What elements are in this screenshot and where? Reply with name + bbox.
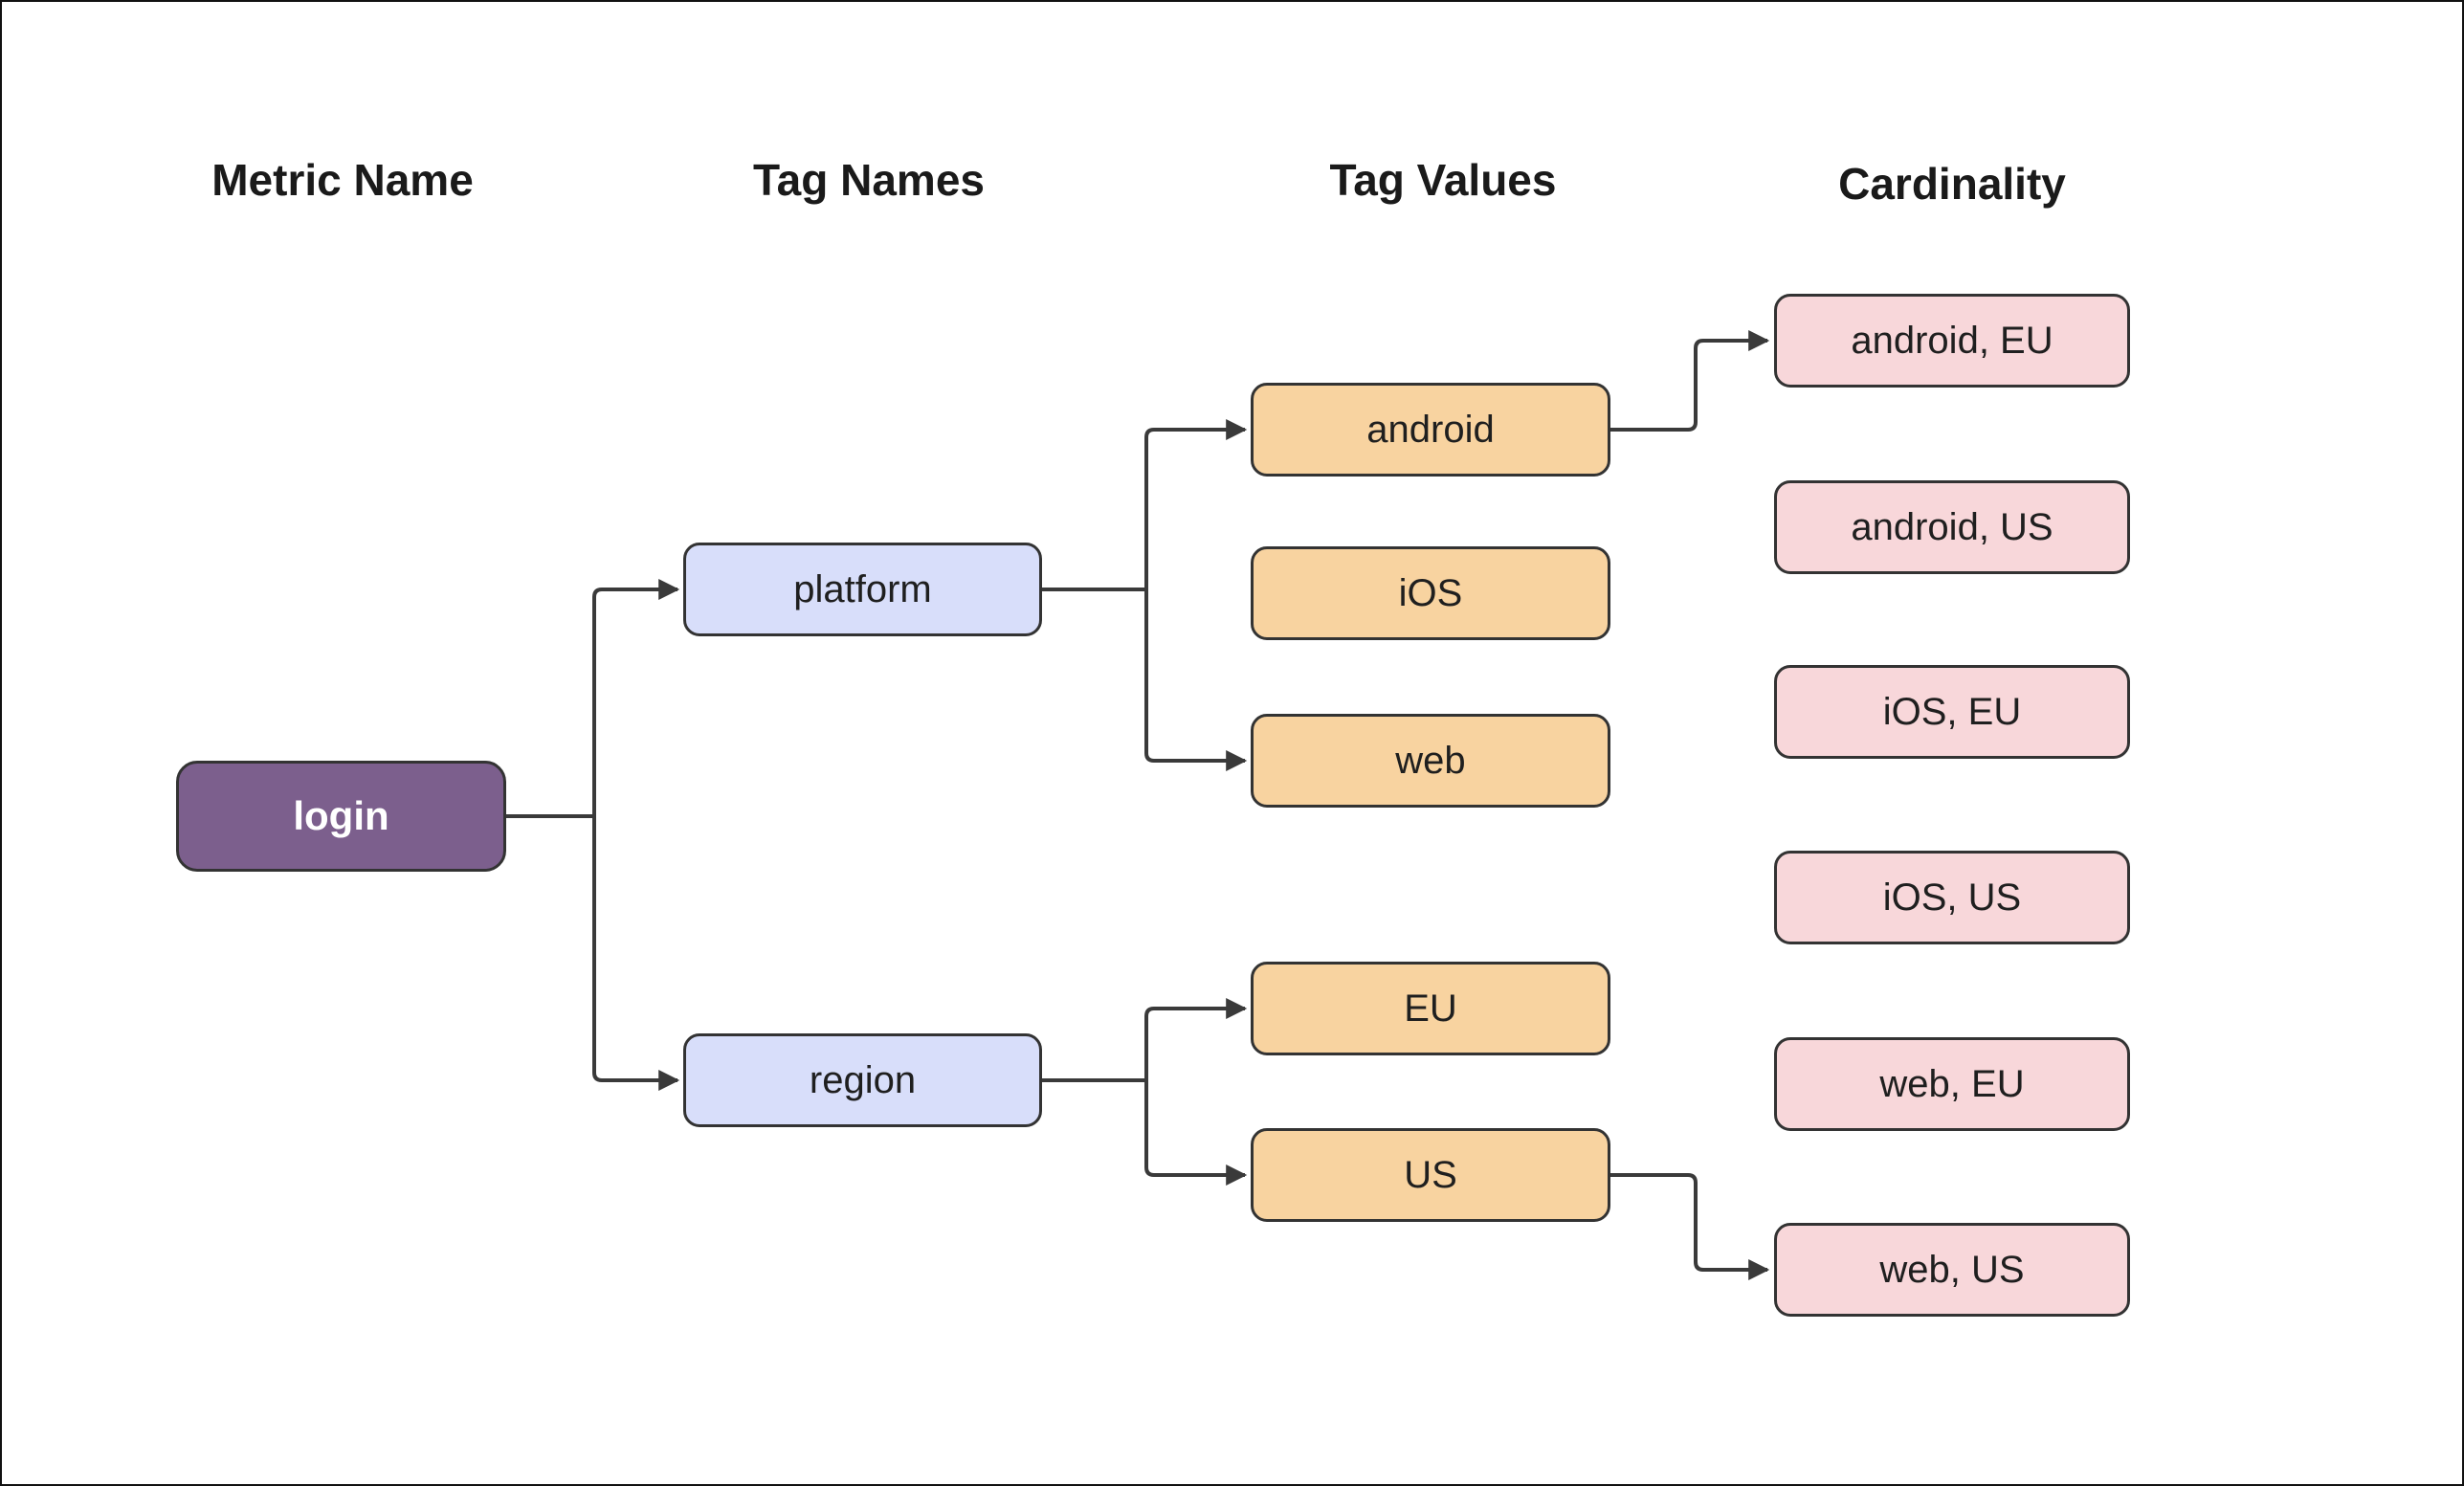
node-ios-eu-label: iOS, EU — [1882, 691, 2022, 733]
node-android-us: android, US — [1774, 480, 2130, 574]
edge-region-eu — [1144, 998, 1248, 1080]
edge-region-us — [1144, 1080, 1248, 1186]
node-web-us-label: web, US — [1879, 1249, 2025, 1291]
node-platform-label: platform — [793, 568, 932, 610]
edge-platform-web — [1144, 589, 1248, 771]
node-ios-us: iOS, US — [1774, 851, 2130, 944]
column-header-metric-name: Metric Name — [211, 155, 474, 205]
edge-platform-android — [1144, 419, 1248, 589]
node-region-label: region — [809, 1059, 917, 1101]
node-login-label: login — [293, 793, 389, 838]
column-header-tag-values: Tag Values — [1329, 155, 1557, 205]
edge-us-web-us — [1610, 1173, 1770, 1280]
node-web-label: web — [1395, 740, 1466, 782]
node-android-eu-label: android, EU — [1851, 320, 2053, 362]
node-eu-label: EU — [1404, 987, 1457, 1030]
column-header-tag-names: Tag Names — [752, 155, 986, 205]
node-ios-label: iOS — [1398, 572, 1463, 614]
node-android-label: android — [1366, 409, 1495, 451]
edge-login-region — [592, 816, 680, 1091]
edge-android-android-eu — [1610, 330, 1770, 432]
column-header-cardinality: Cardinality — [1838, 159, 2066, 209]
node-web-eu-label: web, EU — [1879, 1063, 2025, 1105]
node-platform: platform — [683, 543, 1042, 636]
node-ios: iOS — [1251, 546, 1610, 640]
node-android: android — [1251, 383, 1610, 477]
edge-login-platform — [592, 579, 680, 816]
node-us-label: US — [1404, 1154, 1457, 1196]
node-region: region — [683, 1033, 1042, 1127]
node-android-eu: android, EU — [1774, 294, 2130, 388]
node-ios-eu: iOS, EU — [1774, 665, 2130, 759]
node-web: web — [1251, 714, 1610, 808]
node-login: login — [176, 761, 506, 872]
node-android-us-label: android, US — [1851, 506, 2053, 548]
node-web-eu: web, EU — [1774, 1037, 2130, 1131]
node-ios-us-label: iOS, US — [1882, 876, 2022, 919]
node-web-us: web, US — [1774, 1223, 2130, 1317]
node-us: US — [1251, 1128, 1610, 1222]
node-eu: EU — [1251, 962, 1610, 1055]
